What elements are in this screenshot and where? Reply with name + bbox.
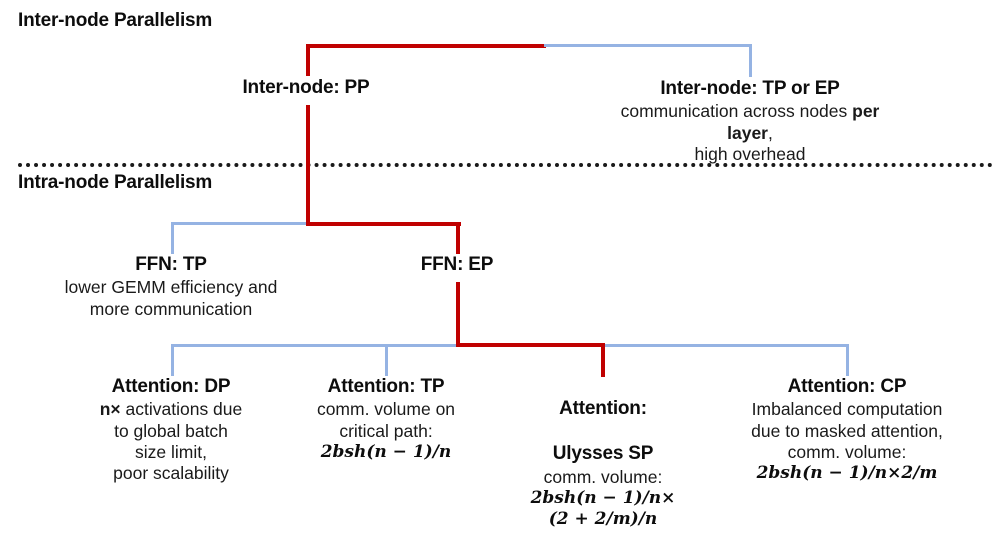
connector-level2-red-drop-ffn-ep <box>456 222 460 254</box>
desc-text-line1: comm. volume: <box>543 466 663 487</box>
formula-line2: (2 + 2/m)/n <box>548 509 658 530</box>
desc-text-bold: n× <box>99 399 121 420</box>
connector-level2-red-horizontal <box>306 222 461 226</box>
node-attention-ulysses-sp-title: Attention: Ulysses SP <box>512 376 694 466</box>
desc-text-line1: Imbalanced computation <box>751 399 943 420</box>
node-attention-tp-title: Attention: TP <box>327 376 445 397</box>
desc-text-c: , <box>768 122 773 143</box>
node-ffn-ep[interactable]: FFN: EP <box>357 254 557 276</box>
connector-level3-blue-drop-attn-cp <box>846 344 849 376</box>
node-attention-tp-desc: comm. volume on critical path: <box>288 399 484 442</box>
node-inter-node-tp-or-ep-title: Inter-node: TP or EP <box>660 78 840 99</box>
node-ffn-ep-title: FFN: EP <box>420 254 494 275</box>
node-inter-node-pp[interactable]: Inter-node: PP <box>196 77 416 99</box>
title-line2: Ulysses SP <box>552 443 654 465</box>
connector-red-spine-pp-to-ffn <box>306 105 310 225</box>
node-inter-node-tp-or-ep[interactable]: Inter-node: TP or EP communication acros… <box>600 78 900 165</box>
connector-red-spine-ffn-ep-to-attention <box>456 282 460 347</box>
desc-text-line2: more communication <box>89 298 253 319</box>
node-attention-tp[interactable]: Attention: TP comm. volume on critical p… <box>288 376 484 463</box>
node-attention-cp-formula: 2bsh(n − 1)/n×2/m <box>756 463 938 484</box>
desc-text-line3: size limit, <box>135 442 207 463</box>
connector-level3-red-horizontal <box>456 343 605 347</box>
node-attention-cp-title: Attention: CP <box>787 376 907 397</box>
node-attention-ulysses-sp-desc: comm. volume: <box>512 467 694 488</box>
desc-text-line2: critical path: <box>339 420 433 441</box>
desc-text-line2: high overhead <box>694 144 806 165</box>
node-attention-dp[interactable]: Attention: DP n× activations due to glob… <box>61 376 281 485</box>
desc-text-line1: lower GEMM efficiency and <box>64 277 278 298</box>
node-attention-tp-formula: 2bsh(n − 1)/n <box>320 442 452 463</box>
desc-text-bold: per layer <box>727 101 880 143</box>
desc-text-a: activations due <box>120 399 243 420</box>
connector-level1-blue-horizontal <box>544 44 752 47</box>
connector-level2-blue-horizontal <box>171 222 308 225</box>
connector-level3-red-drop-attn-ulysses <box>601 343 605 377</box>
node-attention-ulysses-sp[interactable]: Attention: Ulysses SP comm. volume: 2bsh… <box>512 376 694 530</box>
node-attention-cp-desc: Imbalanced computation due to masked att… <box>716 399 978 463</box>
connector-level1-red-stem-pp-top <box>306 44 310 76</box>
connector-level2-blue-drop-ffn-tp <box>171 222 174 254</box>
node-inter-node-tp-or-ep-desc: communication across nodes per layer, hi… <box>600 101 900 165</box>
section-title-intra-node: Intra-node Parallelism <box>18 172 213 193</box>
formula-line1: 2bsh(n − 1)/n× <box>530 487 676 508</box>
node-ffn-tp-desc: lower GEMM efficiency and more communica… <box>21 277 321 320</box>
connector-level1-red-horizontal <box>306 44 546 48</box>
node-inter-node-pp-title: Inter-node: PP <box>242 77 370 98</box>
section-divider-dotted <box>18 163 993 167</box>
desc-text-line2: due to masked attention, <box>751 420 943 441</box>
node-ffn-tp[interactable]: FFN: TP lower GEMM efficiency and more c… <box>21 254 321 320</box>
title-line1: Attention: <box>559 398 647 420</box>
node-ffn-tp-title: FFN: TP <box>135 254 207 275</box>
connector-level3-blue-drop-attn-tp <box>385 344 388 376</box>
desc-text-a: communication across nodes <box>620 101 853 122</box>
desc-text-line4: poor scalability <box>113 463 229 484</box>
desc-text-line3: comm. volume: <box>787 442 907 463</box>
desc-text-line1: comm. volume on <box>316 399 456 420</box>
node-attention-dp-desc: n× activations due to global batch size … <box>61 399 281 484</box>
node-attention-dp-title: Attention: DP <box>111 376 231 397</box>
desc-text-line2: to global batch <box>114 420 228 441</box>
connector-level3-blue-drop-attn-dp <box>171 344 174 376</box>
connector-level1-blue-drop-tp-ep <box>749 44 752 77</box>
node-attention-cp[interactable]: Attention: CP Imbalanced computation due… <box>716 376 978 485</box>
section-title-inter-node: Inter-node Parallelism <box>18 10 213 31</box>
node-attention-ulysses-sp-formula: 2bsh(n − 1)/n× (2 + 2/m)/n <box>512 488 694 531</box>
